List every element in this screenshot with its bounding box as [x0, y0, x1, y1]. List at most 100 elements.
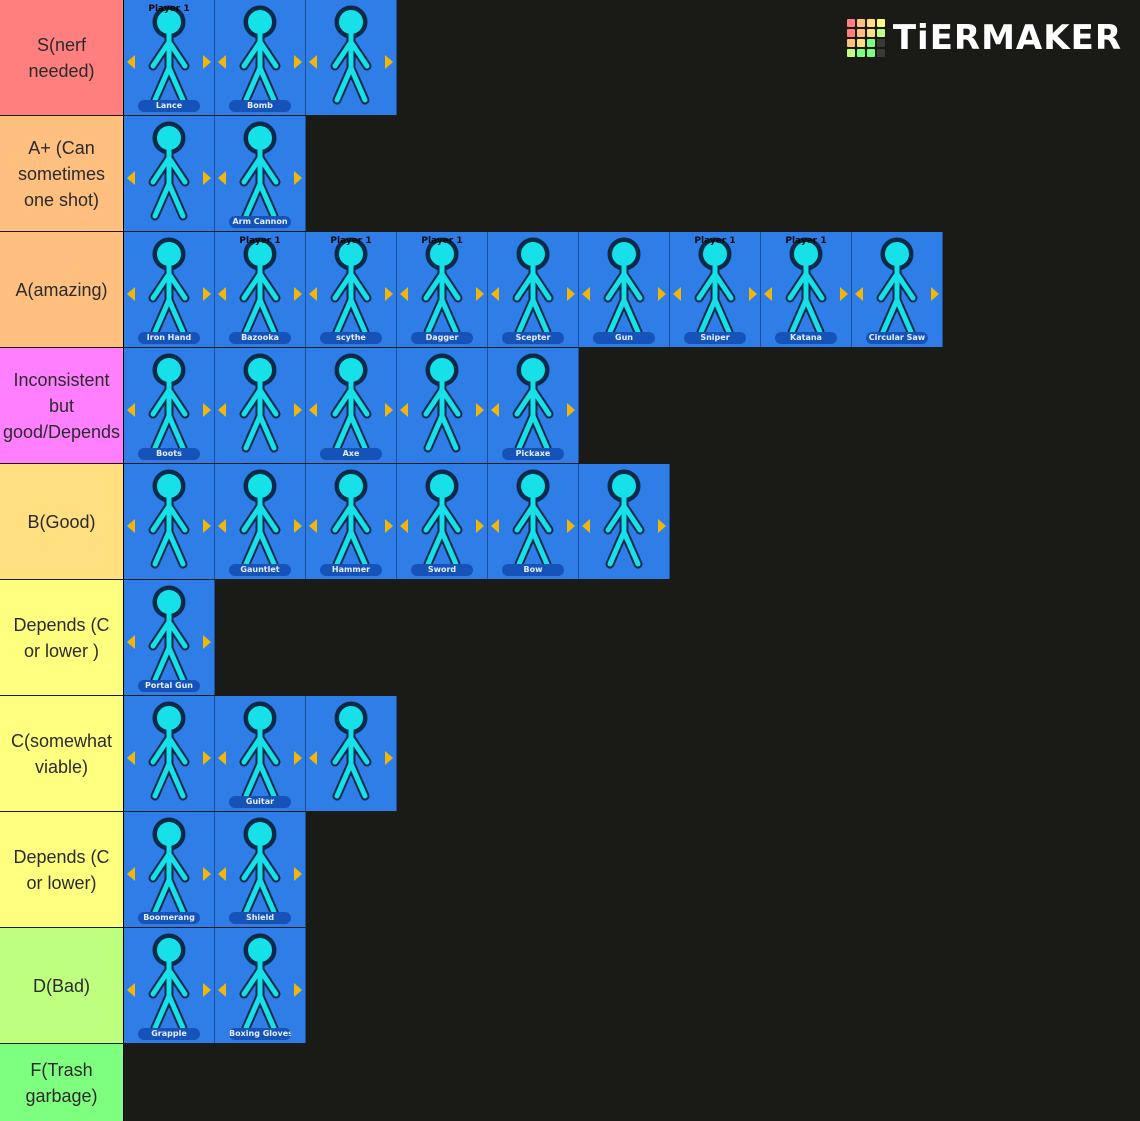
tier-row: F(Trash garbage): [0, 1044, 1140, 1121]
arrow-right-icon: [294, 171, 302, 185]
weapon-card[interactable]: Iron Hand: [124, 232, 215, 347]
weapon-card[interactable]: Pickaxe: [488, 348, 579, 463]
stick-figure-icon: [876, 237, 918, 337]
stick-figure-icon: [603, 237, 645, 337]
weapon-card[interactable]: [124, 464, 215, 579]
weapon-card[interactable]: [397, 348, 488, 463]
weapon-card[interactable]: Arm Cannon: [215, 116, 306, 231]
weapon-card[interactable]: Bow: [488, 464, 579, 579]
tier-label[interactable]: A(amazing): [0, 232, 124, 347]
weapon-card[interactable]: Boomerang: [124, 812, 215, 927]
logo-grid-icon: [846, 19, 885, 57]
weapon-name: Hammer: [320, 564, 382, 576]
arrow-right-icon: [294, 983, 302, 997]
arrow-right-icon: [203, 867, 211, 881]
arrow-right-icon: [567, 287, 575, 301]
weapon-name: Bomb: [229, 100, 291, 112]
stick-figure-icon: [148, 585, 190, 685]
arrow-left-icon: [400, 519, 408, 533]
tier-label[interactable]: S(nerf needed): [0, 0, 124, 115]
weapon-card[interactable]: [124, 696, 215, 811]
arrow-left-icon: [127, 983, 135, 997]
stick-figure-icon: [785, 237, 827, 337]
arrow-left-icon: [309, 403, 317, 417]
arrow-right-icon: [749, 287, 757, 301]
weapon-card[interactable]: Gun: [579, 232, 670, 347]
player-tag: Player 1: [785, 236, 827, 246]
arrow-left-icon: [218, 403, 226, 417]
tier-label[interactable]: Inconsistent but good/Depends: [0, 348, 124, 463]
arrow-right-icon: [385, 519, 393, 533]
weapon-card[interactable]: Axe: [306, 348, 397, 463]
weapon-card[interactable]: Scepter: [488, 232, 579, 347]
weapon-card[interactable]: [306, 0, 397, 115]
weapon-card[interactable]: [215, 348, 306, 463]
weapon-name: Scepter: [502, 332, 564, 344]
weapon-card[interactable]: Sword: [397, 464, 488, 579]
tier-label[interactable]: D(Bad): [0, 928, 124, 1043]
tier-label[interactable]: F(Trash garbage): [0, 1044, 124, 1121]
stick-figure-icon: [512, 469, 554, 569]
weapon-card[interactable]: Portal Gun: [124, 580, 215, 695]
logo-grid-cell: [846, 49, 855, 57]
arrow-right-icon: [203, 983, 211, 997]
stick-figure-icon: [603, 469, 645, 569]
weapon-card[interactable]: Grapple: [124, 928, 215, 1043]
weapon-card[interactable]: Guitar: [215, 696, 306, 811]
stick-figure-icon: [239, 353, 281, 453]
tier-label[interactable]: C(somewhat viable): [0, 696, 124, 811]
arrow-right-icon: [931, 287, 939, 301]
logo-grid-cell: [846, 19, 855, 27]
weapon-card[interactable]: [306, 696, 397, 811]
weapon-name: Circular Saw: [866, 332, 928, 344]
weapon-card[interactable]: Hammer: [306, 464, 397, 579]
arrow-right-icon: [203, 519, 211, 533]
logo-grid-cell: [876, 39, 885, 47]
arrow-left-icon: [673, 287, 681, 301]
stick-figure-icon: [148, 353, 190, 453]
arrow-left-icon: [127, 171, 135, 185]
tier-label[interactable]: A+ (Can sometimes one shot): [0, 116, 124, 231]
weapon-name: Grapple: [138, 1028, 200, 1040]
player-tag: Player 1: [148, 4, 190, 14]
weapon-name: Pickaxe: [502, 448, 564, 460]
tier-label[interactable]: Depends (C or lower ): [0, 580, 124, 695]
logo-grid-cell: [846, 29, 855, 37]
stick-figure-icon: [239, 5, 281, 105]
tier-row: C(somewhat viable): [0, 696, 1140, 811]
tier-label[interactable]: B(Good): [0, 464, 124, 579]
weapon-card[interactable]: Boxing Gloves: [215, 928, 306, 1043]
arrow-left-icon: [218, 983, 226, 997]
weapon-card[interactable]: Gauntlet: [215, 464, 306, 579]
arrow-left-icon: [309, 751, 317, 765]
arrow-left-icon: [127, 55, 135, 69]
weapon-card[interactable]: Bomb: [215, 0, 306, 115]
stick-figure-icon: [148, 933, 190, 1033]
weapon-card[interactable]: Circular Saw: [852, 232, 943, 347]
weapon-card[interactable]: Boots: [124, 348, 215, 463]
tier-label[interactable]: Depends (C or lower): [0, 812, 124, 927]
arrow-left-icon: [491, 403, 499, 417]
weapon-name: Arm Cannon: [229, 216, 291, 228]
arrow-left-icon: [491, 519, 499, 533]
weapon-name: Gauntlet: [229, 564, 291, 576]
logo-grid-cell: [866, 39, 875, 47]
weapon-name: Portal Gun: [138, 680, 200, 692]
weapon-name: Dagger: [411, 332, 473, 344]
weapon-card[interactable]: [124, 116, 215, 231]
weapon-card[interactable]: [579, 464, 670, 579]
weapon-card[interactable]: Shield: [215, 812, 306, 927]
arrow-left-icon: [400, 403, 408, 417]
stick-figure-icon: [148, 701, 190, 801]
weapon-name: Shield: [229, 912, 291, 924]
arrow-left-icon: [127, 635, 135, 649]
